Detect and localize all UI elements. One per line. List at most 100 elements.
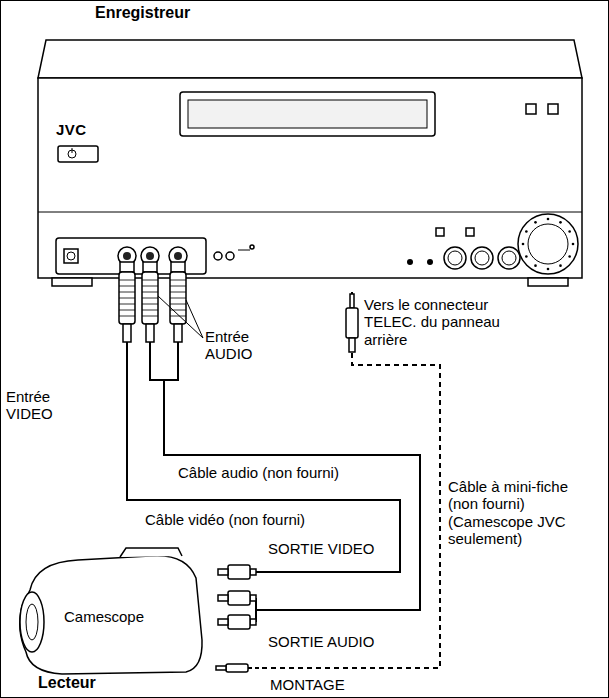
- mini-plug: [350, 294, 354, 308]
- rca-plug: [120, 262, 134, 272]
- cassette-flap: [188, 100, 427, 128]
- indicator: [466, 228, 474, 236]
- rca-plug: [228, 565, 250, 579]
- mic-mark: [238, 250, 250, 251]
- s-video-jack: [67, 252, 75, 260]
- node-title: Camescope: [64, 608, 144, 625]
- mini-plug: [226, 664, 248, 672]
- plug-grip: [170, 304, 186, 305]
- plug-grip: [119, 286, 135, 287]
- plug-grip: [170, 292, 186, 293]
- indicator: [548, 104, 558, 114]
- rca-plug: [143, 262, 157, 272]
- indicator: [436, 228, 444, 236]
- vcr-foot: [52, 278, 92, 286]
- rca-plug: [171, 262, 185, 272]
- input-label: Entrée AUDIO: [205, 328, 267, 363]
- cassette-slot: [180, 92, 435, 136]
- rca-plug: [218, 595, 228, 601]
- mini-plug: [349, 338, 355, 352]
- jog-dial: [528, 224, 568, 264]
- transport-button: [471, 247, 493, 269]
- audio-cable-fork: [150, 342, 164, 380]
- vcr-recorder: EnregistreurJVC: [30, 4, 585, 292]
- plug-grip: [142, 292, 158, 293]
- plug-grip: [170, 286, 186, 287]
- camcorder-lens: [26, 604, 38, 640]
- rca-plug: [228, 591, 250, 605]
- viewfinder: [120, 548, 182, 557]
- s-video-jack: [64, 249, 78, 263]
- output-label: SORTIE AUDIO: [268, 633, 398, 650]
- rca-plug: [170, 272, 186, 324]
- cable-label: Câble vidéo (non fourni): [145, 511, 395, 528]
- rca-plug: [146, 324, 154, 342]
- dial-tick: [522, 243, 525, 246]
- vcr-foot: [528, 278, 568, 286]
- dial-tick: [534, 264, 537, 267]
- rca-plug: [250, 569, 256, 575]
- plug-grip: [119, 304, 135, 305]
- small-button: [226, 252, 234, 260]
- rca-plug: [218, 569, 228, 575]
- small-button: [427, 259, 433, 265]
- plug-grip: [170, 298, 186, 299]
- cable-label: Câble à mini-fiche (non fourni) (Camesco…: [448, 478, 598, 547]
- dial-tick: [568, 255, 571, 258]
- small-button: [214, 252, 222, 260]
- cable-stub: [256, 571, 262, 573]
- rca-plug: [250, 619, 256, 625]
- dial-tick: [547, 268, 550, 271]
- dial-tick: [534, 221, 537, 224]
- plug-grip: [119, 280, 135, 281]
- dial-tick: [525, 255, 528, 258]
- leader-line: [158, 296, 203, 338]
- output-label: MONTAGE: [270, 676, 390, 693]
- dial-tick: [568, 230, 571, 233]
- plug-grip: [119, 292, 135, 293]
- dial-tick: [559, 264, 562, 267]
- audio-cable-fork: [256, 598, 262, 622]
- rca-jack: [146, 252, 154, 260]
- node-title: Enregistreur: [95, 4, 190, 22]
- plug-grip: [142, 286, 158, 287]
- plug-grip: [170, 316, 186, 317]
- leader-line: [186, 300, 203, 338]
- rca-plug: [119, 272, 135, 324]
- plug-grip: [142, 280, 158, 281]
- dial-tick: [547, 218, 550, 221]
- plug-grip: [142, 316, 158, 317]
- rca-plug: [228, 615, 250, 629]
- dial-tick: [572, 243, 575, 246]
- plug-grip: [119, 310, 135, 311]
- mic-mark: [250, 245, 254, 249]
- power-symbol: [72, 148, 73, 153]
- rca-plug: [142, 272, 158, 324]
- plug-grip: [142, 310, 158, 311]
- rca-jack: [123, 252, 131, 260]
- transport-button: [502, 251, 516, 265]
- input-panel: [56, 238, 206, 274]
- plug-grip: [142, 298, 158, 299]
- power-button: [58, 146, 98, 162]
- plug-grip: [142, 304, 158, 305]
- plug-grip: [119, 298, 135, 299]
- av-cable: [127, 292, 400, 572]
- camcorder-lens: [20, 592, 44, 652]
- mini-plug: [216, 666, 226, 670]
- plug-grip: [170, 280, 186, 281]
- vcr-top: [38, 40, 582, 78]
- transport-button: [498, 247, 520, 269]
- vcr-front: [38, 78, 582, 278]
- input-label: Entrée VIDEO: [6, 388, 68, 423]
- node-outline: [30, 4, 585, 292]
- node-text: Lecteur: [38, 674, 96, 692]
- node-text: JVC: [56, 121, 87, 138]
- transport-button: [444, 247, 466, 269]
- rca-plug: [123, 324, 131, 342]
- vcr-panel-line: [38, 212, 582, 213]
- cable-label: Câble audio (non fourni): [178, 464, 413, 481]
- connector-note: Vers le connecteur TELEC. du panneau arr…: [364, 296, 524, 348]
